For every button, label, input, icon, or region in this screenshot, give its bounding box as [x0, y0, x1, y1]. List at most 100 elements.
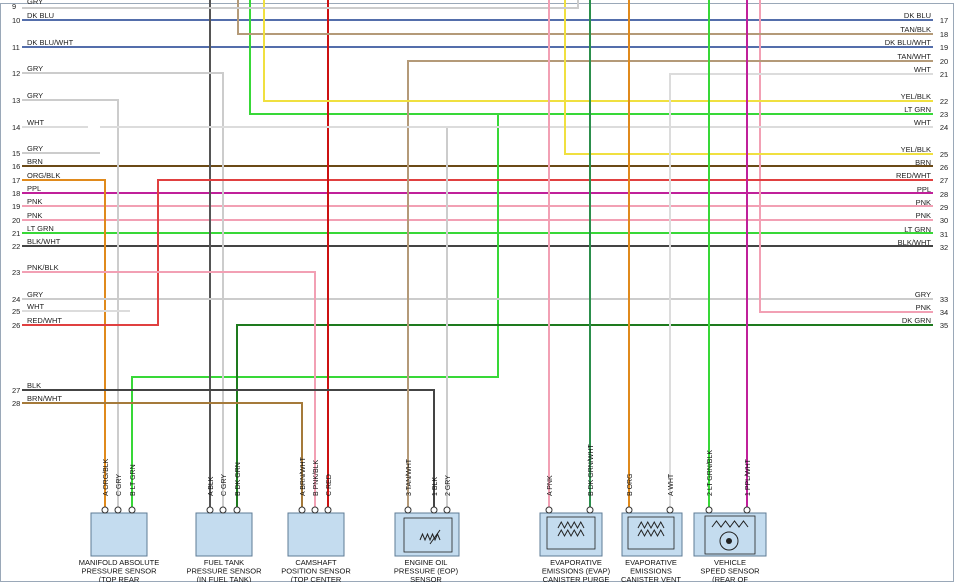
- wire-dkgrn: [236, 324, 933, 510]
- wire-blk-eop: [22, 389, 435, 510]
- left-circuit-number: 18: [12, 189, 20, 198]
- wire-gry-9: [22, 0, 579, 9]
- right-circuit-number: 34: [940, 308, 948, 317]
- left-circuit-number: 26: [12, 321, 20, 330]
- pin-terminal: [311, 506, 319, 514]
- pin-label: B PNK/BLK: [313, 459, 320, 496]
- wire-pnkblk: [22, 271, 316, 510]
- left-circuit-number: 16: [12, 162, 20, 171]
- left-circuit-label: GRY: [27, 0, 43, 6]
- right-circuit-number: 28: [940, 190, 948, 199]
- wire-pnk-34: [759, 0, 933, 313]
- right-circuit-number: 35: [940, 321, 948, 330]
- pin-label: C RED: [326, 474, 333, 496]
- resistor-symbol: [637, 520, 665, 530]
- vent-symbol-frame: [627, 516, 675, 550]
- component-caption: ENGINE OIL: [405, 558, 448, 567]
- left-circuit-label: BRN: [27, 157, 43, 166]
- wire-gry-map: [22, 99, 119, 510]
- component-caption: PRESSURE SENSOR: [81, 567, 157, 576]
- left-circuit-label: GRY: [27, 91, 43, 100]
- pin-terminal: [666, 506, 674, 514]
- pin-terminal: [430, 506, 438, 514]
- left-circuit-number: 24: [12, 295, 20, 304]
- left-circuit-number: 9: [12, 2, 16, 11]
- right-circuit-label: LT GRN: [904, 105, 931, 114]
- right-circuit-label: DK BLU: [904, 11, 931, 20]
- left-circuit-number: 11: [12, 43, 20, 52]
- left-circuit-number: 20: [12, 216, 20, 225]
- right-circuit-number: 27: [940, 176, 948, 185]
- pin-terminal: [233, 506, 241, 514]
- component-caption: EVAPORATIVE: [550, 558, 602, 567]
- pin-label: A WHT: [668, 473, 675, 496]
- pin-label: B DK GRN: [235, 462, 242, 496]
- right-circuit-label: DK BLU/WHT: [885, 38, 932, 47]
- pin-label: A BLK: [208, 476, 215, 496]
- right-circuit-number: 31: [940, 230, 948, 239]
- pin-label: C GRY: [116, 474, 123, 496]
- pin-terminal: [114, 506, 122, 514]
- right-circuit-number: 17: [940, 16, 948, 25]
- component-caption: PRESSURE SENSOR: [186, 567, 262, 576]
- component-cmp: [287, 512, 345, 557]
- wire-wht-vent: [669, 73, 933, 510]
- right-circuit-label: PNK: [916, 303, 931, 312]
- component-ftp: [195, 512, 253, 557]
- right-circuit-number: 25: [940, 150, 948, 159]
- wire-tanblk: [237, 0, 933, 35]
- vss-gear-icon: [719, 531, 739, 551]
- right-circuit-label: RED/WHT: [896, 171, 931, 180]
- pin-label: A BRN/WHT: [300, 456, 307, 496]
- left-circuit-number: 14: [12, 123, 20, 132]
- wire-brnwht: [22, 402, 303, 510]
- eop-symbol-frame: [403, 517, 453, 553]
- resistor-symbol: [557, 520, 585, 530]
- component-caption: (TOP CENTER: [291, 575, 342, 582]
- right-circuit-label: BRN: [915, 158, 931, 167]
- wire-tanwht: [407, 60, 933, 510]
- component-caption: SPEED SENSOR: [700, 567, 760, 576]
- left-circuit-label: DK BLU/WHT: [27, 38, 74, 47]
- eop-wiper: [429, 529, 441, 545]
- left-circuit-number: 13: [12, 96, 20, 105]
- component-caption: CAMSHAFT: [295, 558, 337, 567]
- pin-terminal: [443, 506, 451, 514]
- pin-terminal: [705, 506, 713, 514]
- component-caption: SENSOR: [410, 575, 442, 582]
- wire-ltgrn-23: [249, 0, 933, 115]
- right-circuit-number: 20: [940, 57, 948, 66]
- right-circuit-label: LT GRN: [904, 225, 931, 234]
- left-circuit-number: 12: [12, 69, 20, 78]
- left-circuit-number: 27: [12, 386, 20, 395]
- left-circuit-label: PNK: [27, 197, 42, 206]
- pin-label: B DK GRN/WHT: [588, 444, 595, 496]
- pin-terminal: [128, 506, 136, 514]
- component-caption: MANIFOLD ABSOLUTE: [79, 558, 159, 567]
- left-circuit-label: GRY: [27, 290, 43, 299]
- component-caption: CANISTER PURGE: [543, 575, 610, 582]
- pin-label: 2 GRY: [445, 475, 452, 496]
- left-circuit-label: BLK: [27, 381, 41, 390]
- right-circuit-label: PPL: [917, 185, 931, 194]
- right-circuit-label: TAN/WHT: [897, 52, 931, 61]
- pin-terminal: [586, 506, 594, 514]
- left-circuit-number: 23: [12, 268, 20, 277]
- pin-label: B ORG: [627, 473, 634, 496]
- resistor-symbol: [419, 532, 441, 542]
- right-circuit-label: GRY: [915, 290, 931, 299]
- component-purge: [539, 512, 603, 557]
- component-caption: VEHICLE: [714, 558, 746, 567]
- right-circuit-number: 24: [940, 123, 948, 132]
- resistor-symbol: [711, 520, 749, 528]
- right-circuit-label: YEL/BLK: [901, 92, 931, 101]
- left-circuit-number: 19: [12, 202, 20, 211]
- left-circuit-label: LT GRN: [27, 224, 54, 233]
- wire-gry-ftp: [22, 72, 224, 510]
- left-circuit-label: GRY: [27, 64, 43, 73]
- pin-label: 2 LT GRN/BLK: [707, 450, 714, 496]
- resistor-symbol: [637, 528, 665, 538]
- component-caption: CANISTER VENT: [621, 575, 681, 582]
- right-circuit-number: 21: [940, 70, 948, 79]
